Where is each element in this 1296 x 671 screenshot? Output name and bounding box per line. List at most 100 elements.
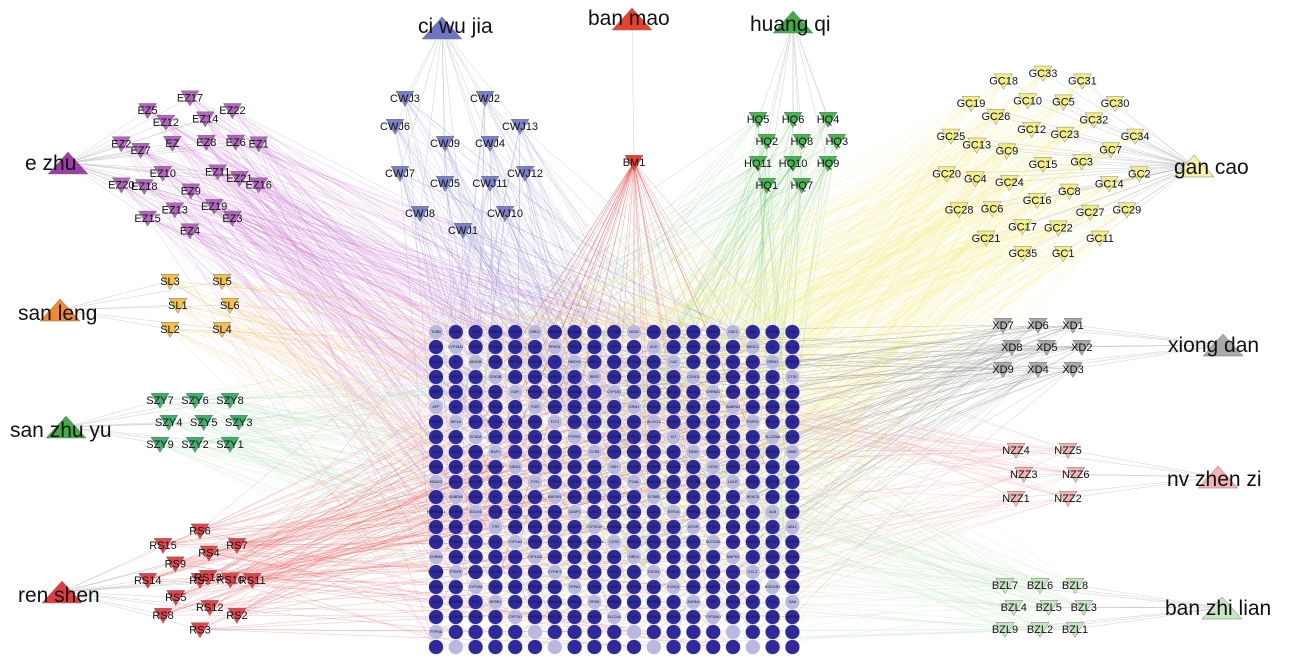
target-node[interactable] <box>586 639 603 655</box>
target-node[interactable] <box>527 444 543 460</box>
compound-node[interactable]: GC3 <box>1070 154 1093 171</box>
target-node[interactable] <box>626 429 642 445</box>
target-node[interactable] <box>468 444 484 460</box>
target-node[interactable] <box>705 384 721 400</box>
target-node[interactable] <box>527 339 543 355</box>
target-node[interactable] <box>606 609 622 625</box>
compound-node[interactable]: XD2 <box>1071 340 1092 356</box>
target-node[interactable] <box>606 339 622 355</box>
target-node[interactable] <box>487 519 504 535</box>
target-node[interactable] <box>487 624 504 640</box>
target-node[interactable] <box>626 639 642 655</box>
compound-node[interactable]: GC5 <box>1052 94 1075 111</box>
target-node[interactable] <box>685 324 702 340</box>
target-node[interactable] <box>646 354 662 370</box>
target-node[interactable] <box>764 414 781 430</box>
target-node[interactable] <box>566 534 583 550</box>
target-node[interactable] <box>428 624 444 640</box>
compound-node[interactable]: BM1 <box>623 155 646 171</box>
target-node[interactable] <box>725 594 741 610</box>
compound-node[interactable]: BZL7 <box>992 578 1018 594</box>
compound-node[interactable]: NZZ3 <box>1010 467 1038 483</box>
target-node[interactable] <box>606 414 622 430</box>
target-node[interactable] <box>626 519 642 535</box>
target-node[interactable] <box>487 609 504 625</box>
target-node[interactable] <box>685 339 702 355</box>
compound-node[interactable]: HQ5 <box>747 112 770 128</box>
compound-node[interactable]: NZZ5 <box>1054 443 1082 459</box>
target-node[interactable] <box>507 459 523 475</box>
target-node[interactable] <box>646 609 662 625</box>
target-node[interactable] <box>448 339 464 355</box>
compound-node[interactable]: HQ9 <box>817 156 840 172</box>
target-node[interactable] <box>685 399 702 415</box>
compound-node[interactable]: EZ17 <box>177 90 203 107</box>
target-node[interactable] <box>725 444 741 460</box>
compound-node[interactable]: EZ9 <box>181 183 201 200</box>
compound-node[interactable]: EZ3 <box>222 210 243 227</box>
target-node[interactable] <box>547 594 563 610</box>
target-node[interactable] <box>646 324 662 340</box>
target-node[interactable] <box>428 444 444 460</box>
target-node[interactable] <box>487 579 504 595</box>
target-node[interactable] <box>428 564 444 580</box>
target-node[interactable] <box>685 534 702 550</box>
compound-node[interactable]: XD7 <box>992 318 1014 334</box>
herb-node-san-leng[interactable]: san leng <box>18 298 97 325</box>
compound-node[interactable]: GC19 <box>957 96 986 112</box>
target-node[interactable] <box>547 324 563 340</box>
target-node[interactable] <box>487 564 504 580</box>
target-node[interactable] <box>487 594 504 610</box>
target-node[interactable] <box>566 384 583 400</box>
compound-node[interactable]: GC35 <box>1008 246 1037 263</box>
compound-node[interactable]: SL5 <box>212 274 232 290</box>
target-node[interactable] <box>606 384 622 400</box>
compound-node[interactable]: SZY4 <box>155 415 183 431</box>
target-node[interactable] <box>764 324 781 340</box>
target-node[interactable] <box>764 384 781 400</box>
target-node[interactable] <box>665 399 682 415</box>
target-node[interactable] <box>764 624 781 640</box>
target-node[interactable] <box>646 534 662 550</box>
target-node[interactable] <box>745 624 761 640</box>
target-node[interactable] <box>705 339 721 355</box>
compound-node[interactable]: SZY9 <box>146 437 174 453</box>
target-node[interactable] <box>705 354 721 370</box>
target-node[interactable] <box>725 474 741 490</box>
target-node[interactable] <box>685 519 702 535</box>
target-node[interactable] <box>586 384 603 400</box>
compound-node[interactable]: RS5 <box>165 590 186 607</box>
target-node[interactable] <box>527 489 543 505</box>
target-node[interactable] <box>764 399 781 415</box>
target-node[interactable] <box>784 579 801 595</box>
target-node[interactable] <box>566 639 583 655</box>
target-node[interactable] <box>468 429 484 445</box>
target-node[interactable] <box>468 564 484 580</box>
target-node[interactable] <box>764 354 781 370</box>
target-node[interactable] <box>468 414 484 430</box>
compound-node[interactable]: EZ11 <box>205 164 230 181</box>
target-node[interactable] <box>725 624 741 640</box>
target-node[interactable] <box>606 594 622 610</box>
target-node[interactable] <box>448 384 464 400</box>
target-node[interactable] <box>428 579 444 595</box>
target-node[interactable] <box>527 459 543 475</box>
target-node[interactable] <box>586 534 603 550</box>
target-node[interactable] <box>448 414 464 430</box>
target-node[interactable] <box>725 609 741 625</box>
compound-node[interactable]: HQ2 <box>755 134 778 150</box>
target-node[interactable] <box>665 489 682 505</box>
target-node[interactable] <box>745 429 761 445</box>
compound-node[interactable]: BZL3 <box>1071 600 1097 616</box>
target-node[interactable] <box>685 594 702 610</box>
target-node[interactable] <box>606 639 622 655</box>
target-node[interactable] <box>507 579 523 595</box>
target-node[interactable] <box>586 594 603 610</box>
compound-node[interactable]: RS12 <box>196 600 224 617</box>
target-node[interactable] <box>566 624 583 640</box>
compound-node[interactable]: GC4 <box>964 171 987 188</box>
compound-node[interactable]: SZY2 <box>181 437 209 453</box>
target-node[interactable] <box>507 639 523 655</box>
target-node[interactable] <box>527 639 543 655</box>
target-node[interactable] <box>646 579 662 595</box>
